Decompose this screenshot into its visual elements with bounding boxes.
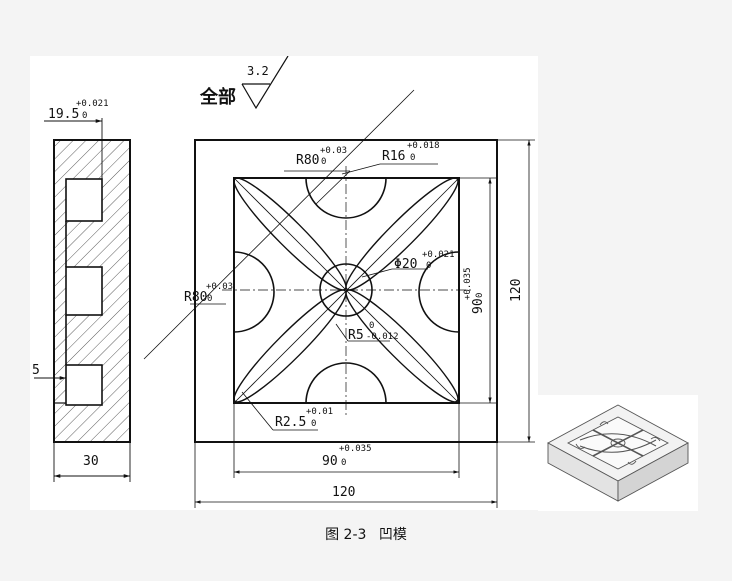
corner-radius-tol-lower: 0: [410, 153, 415, 163]
arc-radius-left-label: R80: [184, 290, 207, 305]
depth-dimension: 19.5: [48, 107, 79, 122]
outer-block: [194, 139, 498, 443]
corner-radius-label: R16: [382, 149, 405, 164]
boss-top: [305, 177, 387, 219]
pocket-bottom: [65, 364, 103, 406]
figure-caption: 图 2-3 凹模: [0, 524, 732, 544]
arc-radius-top-label: R80: [296, 153, 319, 168]
outer-height-label: 120: [509, 279, 524, 302]
petal-ne: [345, 177, 459, 291]
fillet-r5-label: R5: [348, 328, 364, 343]
drawing-sheet: 19.5 +0.021 0 5 30 全部 3.2: [30, 56, 538, 510]
offset-dimension: 5: [32, 363, 40, 378]
inner-height-tol-lower: 0: [475, 293, 485, 298]
petal-tip-radius-tol-upper: +0.01: [306, 407, 333, 417]
depth-tol-lower: 0: [82, 111, 87, 121]
fillet-r5-tol-lower: -0.012: [366, 332, 399, 342]
inner-width-tol-lower: 0: [341, 458, 346, 468]
figure-title: 凹模: [378, 527, 407, 543]
corner-radius-tol-upper: +0.018: [407, 141, 440, 151]
inner-height-label: 90: [471, 298, 486, 314]
pocket-mid: [65, 266, 103, 316]
isometric-preview: [538, 395, 698, 511]
inner-height-tol-upper: +0.035: [463, 267, 473, 300]
fillet-r5-tol-upper: 0: [369, 321, 374, 331]
inner-cavity: [233, 177, 460, 404]
figure-number: 图 2-3: [325, 527, 367, 543]
arc-radius-left-tol-upper: +0.03: [206, 282, 233, 292]
plan-view: [143, 89, 535, 508]
center-dia-tol-lower: 0: [426, 261, 431, 271]
side-section-view: [34, 118, 131, 482]
arc-radius-top-tol-lower: 0: [321, 157, 326, 167]
inner-width-tol-upper: +0.035: [339, 444, 372, 454]
depth-tol-upper: +0.021: [76, 99, 109, 109]
inner-width-label: 90: [322, 454, 338, 469]
boss-bottom: [305, 362, 387, 404]
boss-right: [418, 251, 460, 333]
roughness-label: 全部: [199, 86, 236, 108]
petal-tip-radius-tol-lower: 0: [311, 419, 316, 429]
center-dia-label: Φ20: [394, 257, 417, 272]
technical-drawing: 19.5 +0.021 0 5 30 全部 3.2: [32, 56, 535, 508]
outer-width-label: 120: [332, 485, 355, 500]
boss-left: [233, 251, 275, 333]
pocket-top: [65, 178, 103, 222]
arc-radius-top-tol-upper: +0.03: [320, 146, 347, 156]
roughness-value: 3.2: [247, 64, 269, 78]
roughness-symbol: [241, 56, 289, 110]
center-dia-tol-upper: +0.021: [422, 250, 455, 260]
isometric-preview-image: [547, 404, 689, 502]
petal-tip-radius-label: R2.5: [275, 415, 306, 430]
width-dimension: 30: [83, 454, 99, 469]
petal-sw: [233, 289, 347, 403]
arc-radius-left-tol-lower: 0: [207, 294, 212, 304]
